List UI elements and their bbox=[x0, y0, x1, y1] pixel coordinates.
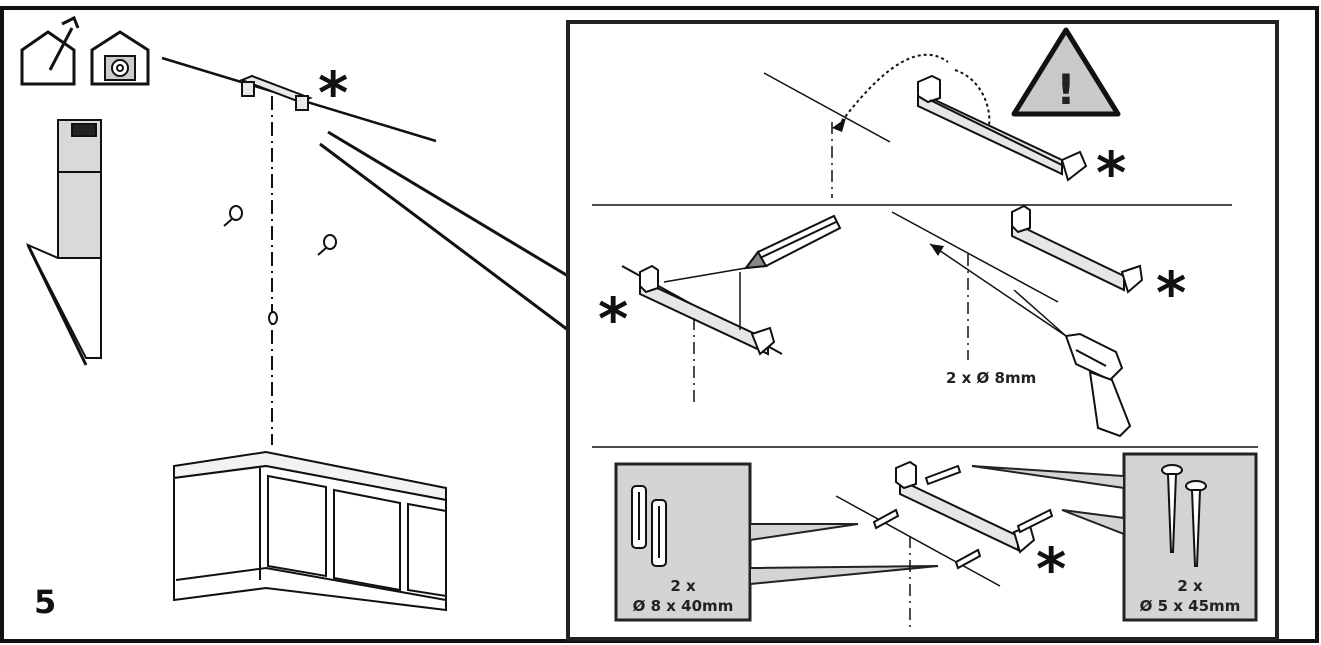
plugs-size: Ø 8 x 40mm bbox=[632, 597, 734, 615]
drill-icon bbox=[1064, 332, 1132, 438]
plugs-count: 2 x bbox=[670, 577, 696, 595]
orientation-arrowhead bbox=[832, 118, 846, 132]
house-tool-icon bbox=[20, 15, 80, 86]
step-number: 5 bbox=[34, 583, 57, 621]
ceiling-line-s1 bbox=[763, 72, 891, 143]
pencil-icon bbox=[743, 214, 842, 270]
ceiling-line-s3 bbox=[835, 495, 1001, 587]
asterisk-mark: * bbox=[1156, 259, 1187, 327]
anchor-screw bbox=[872, 464, 1054, 570]
wall-screw-icon bbox=[223, 205, 243, 227]
wall-hole bbox=[268, 311, 278, 325]
bracket-s2-right bbox=[1011, 204, 1144, 294]
zoom-line-top bbox=[327, 130, 569, 278]
orientation-arrow-2 bbox=[954, 69, 991, 131]
screws-size: Ø 5 x 45mm bbox=[1139, 597, 1241, 615]
bracket-s2-left bbox=[621, 264, 783, 356]
zoom-line-bottom bbox=[319, 142, 569, 332]
pencil-mark-line bbox=[663, 267, 747, 283]
kitchen-cabinet bbox=[173, 450, 447, 612]
ceiling-bracket bbox=[239, 74, 313, 111]
drill-line-1 bbox=[929, 243, 1067, 337]
drill-label: 2 x Ø 8mm bbox=[946, 369, 1037, 387]
orientation-arrow bbox=[837, 53, 949, 127]
wall-screw-icon bbox=[317, 234, 337, 256]
drill-line-2 bbox=[1013, 289, 1067, 337]
asterisk-mark: * bbox=[318, 59, 349, 127]
bracket-s3 bbox=[895, 460, 1036, 554]
ceiling-line-s2 bbox=[891, 211, 1059, 303]
bracket-s1 bbox=[917, 74, 1088, 182]
hood-side-view bbox=[25, 119, 102, 366]
wall-plug-icon bbox=[631, 485, 667, 567]
screws-count: 2 x bbox=[1177, 577, 1203, 595]
screws-callout bbox=[971, 465, 1125, 536]
warning-symbol: ! bbox=[1056, 65, 1075, 114]
drill-arrowhead bbox=[930, 244, 944, 256]
warning-triangle-icon bbox=[1011, 27, 1121, 117]
asterisk-mark: * bbox=[1096, 139, 1127, 207]
asterisk-mark: * bbox=[598, 285, 629, 353]
asterisk-mark: * bbox=[1036, 535, 1067, 603]
screw-icon bbox=[1161, 464, 1207, 567]
plugs-callout bbox=[749, 523, 939, 586]
house-recirculation-icon bbox=[90, 30, 150, 86]
